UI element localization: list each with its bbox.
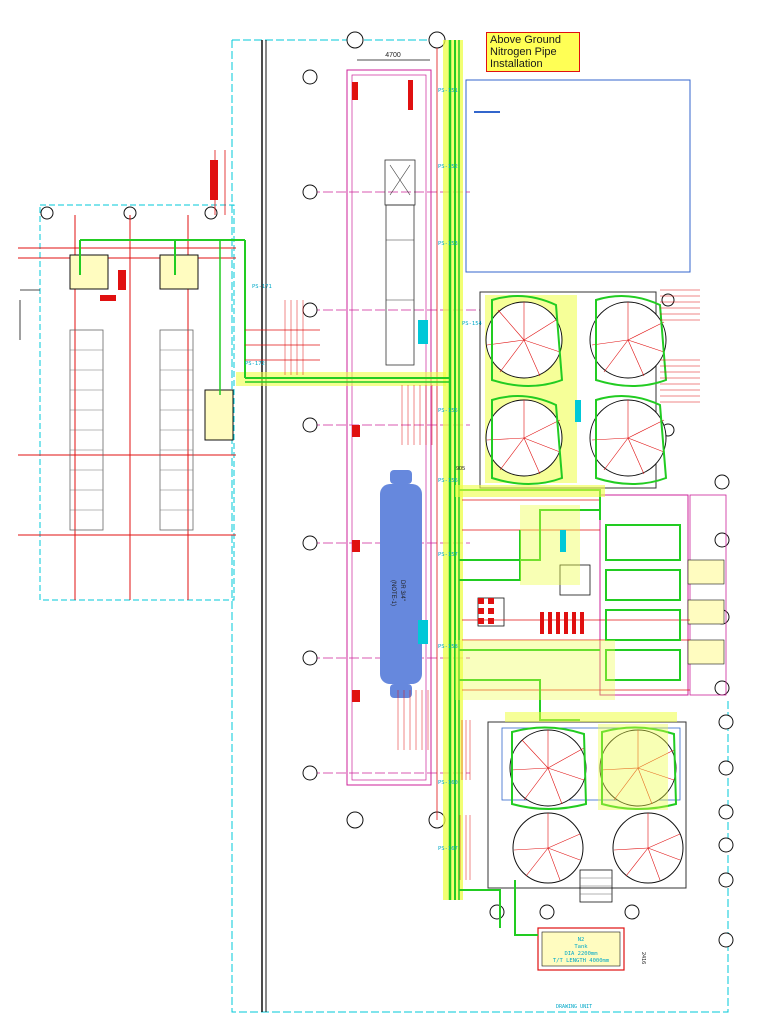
svg-text:PS-152: PS-152 <box>438 164 458 170</box>
callout-line-1: Above Ground <box>490 34 561 46</box>
svg-text:DR 3/4": DR 3/4" <box>399 580 405 601</box>
manifold-area <box>462 494 727 696</box>
tank-feed-pipe <box>459 880 538 936</box>
svg-text:T/T LENGTH 4000mm: T/T LENGTH 4000mm <box>553 958 610 964</box>
nitrogen-main-header <box>436 40 463 900</box>
line-spec-stacks <box>284 300 471 880</box>
room-spokes-upper <box>486 302 665 475</box>
svg-text:PS-160: PS-160 <box>438 780 458 786</box>
room-loops-lower <box>511 726 678 810</box>
valve-labels-grid <box>478 598 584 634</box>
svg-text:N2: N2 <box>578 937 585 943</box>
svg-text:PS-172: PS-172 <box>245 361 265 367</box>
site-boundary <box>39 39 729 1013</box>
manifold-highlight <box>455 485 615 700</box>
svg-text:PS-154: PS-154 <box>462 321 483 327</box>
svg-text:PS-151: PS-151 <box>438 88 458 94</box>
nitrogen-branch-left <box>79 150 450 395</box>
room-loops-upper <box>491 295 668 485</box>
svg-text:PS-157: PS-157 <box>438 552 458 558</box>
svg-text:905: 905 <box>456 466 465 472</box>
callout-line-2: Nitrogen Pipe <box>490 46 557 58</box>
svg-text:PS-158: PS-158 <box>438 644 458 650</box>
svg-text:4700: 4700 <box>385 52 401 59</box>
svg-text:DRAWING UNIT: DRAWING UNIT <box>556 1004 592 1010</box>
pipe-tags: PS-151 PS-152 PS-153 PS-154 PS-155 PS-15… <box>245 88 483 852</box>
svg-text:PS-153: PS-153 <box>438 241 458 247</box>
nitrogen-tank: N2 Tank DIA 2200mm T/T LENGTH 4000mm 241… <box>537 927 646 1010</box>
callout-above-ground-nitrogen: Above Ground Nitrogen Pipe Installation <box>486 32 580 72</box>
svg-text:Tank: Tank <box>574 944 588 950</box>
grid-bubbles <box>40 31 734 948</box>
tag-rows-upper-right <box>660 289 700 403</box>
process-vessel: DR 3/4" (NOTE-1) <box>380 470 422 698</box>
lower-room-highlight <box>505 712 677 810</box>
dimension-top: 4700 <box>357 52 430 61</box>
left-building <box>18 215 236 600</box>
red-markers <box>100 80 413 702</box>
svg-text:PS-155: PS-155 <box>438 408 458 414</box>
cyan-markers <box>418 320 581 644</box>
svg-text:DIA 2200mm: DIA 2200mm <box>564 951 598 957</box>
svg-text:PS-156: PS-156 <box>438 478 458 484</box>
svg-text:PS-171: PS-171 <box>252 284 272 290</box>
svg-text:PS-167: PS-167 <box>438 846 458 852</box>
svg-text:2416: 2416 <box>640 952 646 964</box>
left-building-stairs <box>70 349 193 511</box>
callout-line-3: Installation <box>490 58 543 70</box>
svg-text:(NOTE-1): (NOTE-1) <box>390 580 396 606</box>
room-spokes-lower <box>510 730 681 881</box>
